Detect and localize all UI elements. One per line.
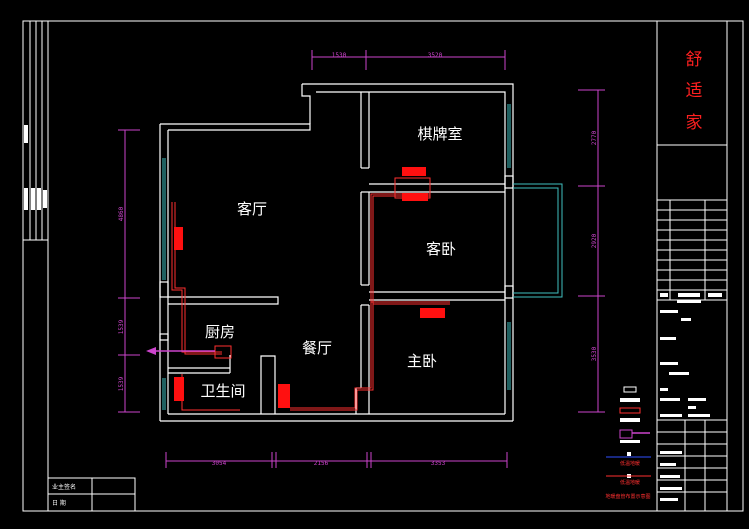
legend	[606, 386, 651, 478]
dim-left-2: 1539	[118, 319, 125, 334]
signature-block	[47, 477, 136, 512]
walls	[159, 83, 514, 422]
room-label-bath: 卫生间	[200, 382, 245, 400]
dim-bottom-1: 3054	[212, 460, 227, 467]
dim-bottom-3: 3353	[431, 460, 446, 467]
legend-item-2: 低温地暖	[620, 479, 640, 486]
room-label-dining: 餐厅	[302, 339, 332, 357]
dimension-lines	[118, 50, 605, 468]
title-block	[656, 21, 728, 511]
manifold	[146, 345, 232, 359]
date-label: 日 期	[52, 499, 66, 507]
dim-top-1: 1530	[332, 52, 347, 59]
radiators	[174, 167, 445, 408]
dim-right-1: 2770	[591, 130, 598, 145]
room-label-living: 客厅	[237, 200, 267, 218]
room-label-kitchen: 厨房	[205, 323, 235, 341]
dim-left-3: 1539	[118, 376, 125, 391]
left-title-marks	[24, 125, 47, 210]
brand-char-2: 适	[686, 81, 703, 101]
windows	[162, 104, 563, 410]
owner-signature-label: 业主签名	[52, 483, 76, 491]
legend-item-1: 低温地暖	[620, 460, 640, 467]
dim-left-1: 4860	[118, 206, 125, 221]
room-label-guest: 客卧	[426, 240, 456, 258]
dim-top-2: 3520	[428, 52, 443, 59]
outer-frame	[22, 20, 744, 512]
room-label-chess: 棋牌室	[417, 125, 462, 143]
legend-item-3: 地暖盘管布置示意图	[605, 493, 650, 500]
room-label-master: 主卧	[407, 352, 437, 370]
brand-char-3: 家	[686, 113, 703, 133]
heating-pipes	[171, 177, 450, 411]
dim-right-3: 3530	[591, 346, 598, 361]
brand-char-1: 舒	[686, 50, 703, 70]
dim-bottom-2: 2156	[314, 460, 329, 467]
dim-right-2: 2920	[591, 233, 598, 248]
